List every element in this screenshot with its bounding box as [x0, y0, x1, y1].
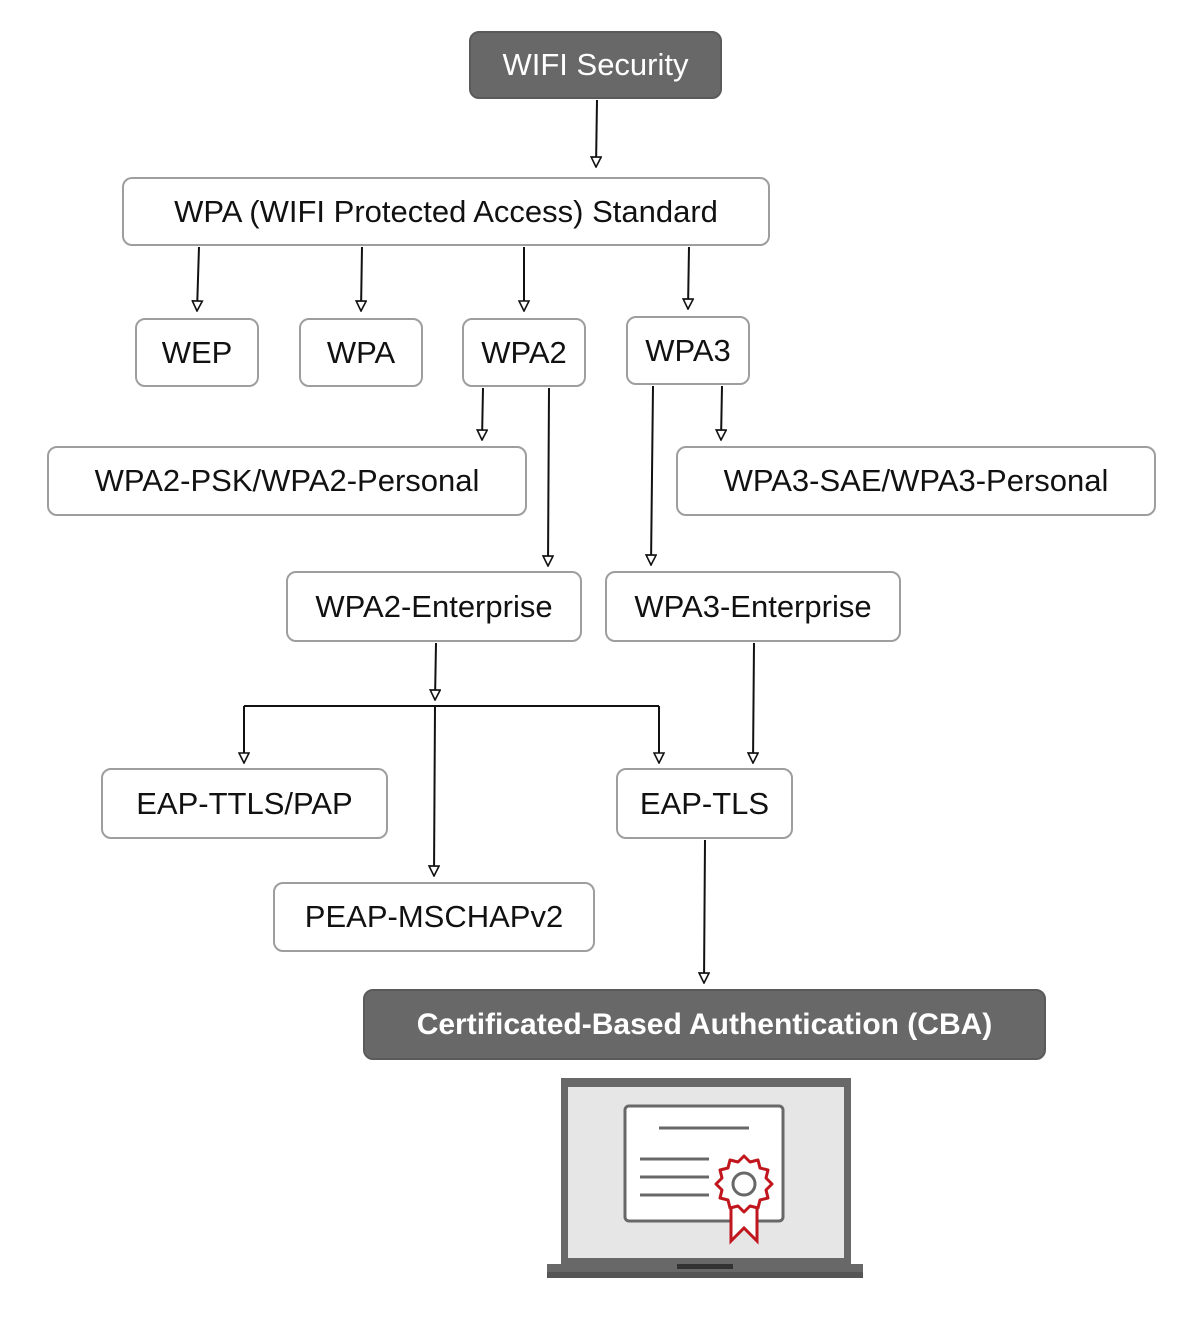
- node-wpa3-personal: WPA3-SAE/WPA3-Personal: [676, 446, 1156, 516]
- arrow-bus-to-peap: [434, 705, 435, 876]
- node-wpa: WPA: [299, 318, 423, 387]
- node-wifi-security: WIFI Security: [469, 31, 722, 99]
- node-eap-ttls-pap: EAP-TTLS/PAP: [101, 768, 388, 839]
- laptop-certificate-icon: [547, 1078, 863, 1278]
- arrow-root-to-standard: [596, 99, 597, 167]
- arrow-standard-to-wep: [197, 246, 199, 311]
- arrow-wpa2-to-personal: [482, 387, 483, 440]
- arrow-enterprise-to-junction: [435, 642, 436, 700]
- laptop-base-shadow: [547, 1272, 863, 1278]
- arrow-wpa2-to-enterprise: [548, 387, 549, 566]
- arrow-wpa3-to-personal: [721, 385, 722, 440]
- node-wpa3: WPA3: [626, 316, 750, 385]
- node-wpa3-enterprise: WPA3-Enterprise: [605, 571, 901, 642]
- node-wpa-standard: WPA (WIFI Protected Access) Standard: [122, 177, 770, 246]
- seal-center-icon: [731, 1171, 757, 1197]
- node-eap-tls: EAP-TLS: [616, 768, 793, 839]
- arrow-standard-to-wpa3: [688, 246, 689, 309]
- node-cba: Certificated-Based Authentication (CBA): [363, 989, 1046, 1060]
- arrow-wpa3-to-enterprise: [651, 385, 653, 565]
- node-peap-mschapv2: PEAP-MSCHAPv2: [273, 882, 595, 952]
- node-wpa2: WPA2: [462, 318, 586, 387]
- node-wep: WEP: [135, 318, 259, 387]
- arrow-standard-to-wpa: [361, 246, 362, 311]
- connector-lines: [197, 99, 754, 983]
- arrow-wpa3-enterprise-to-eap-tls: [753, 642, 754, 763]
- node-wpa2-personal: WPA2-PSK/WPA2-Personal: [47, 446, 527, 516]
- node-wpa2-enterprise: WPA2-Enterprise: [286, 571, 582, 642]
- arrow-eap-tls-to-cba: [704, 839, 705, 983]
- laptop-trackpad-notch: [677, 1264, 733, 1269]
